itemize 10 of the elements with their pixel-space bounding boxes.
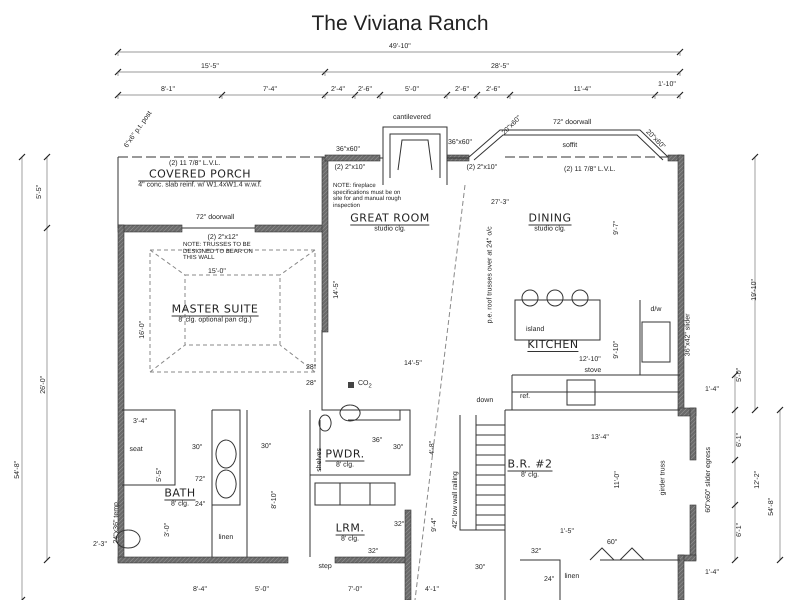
room-name: GREAT ROOM bbox=[350, 212, 430, 226]
room-name: COVERED PORCH bbox=[138, 168, 262, 182]
room-name: MASTER SUITE bbox=[172, 302, 258, 316]
plan-title: The Viviana Ranch bbox=[310, 12, 490, 36]
room-name: DINING bbox=[528, 212, 572, 226]
room-name: LRM. bbox=[336, 522, 364, 536]
room-name: BATH bbox=[164, 486, 196, 500]
room-name: PWDR. bbox=[325, 448, 365, 462]
room-name: KITCHEN bbox=[527, 338, 579, 352]
room-name: B.R. #2 bbox=[508, 458, 552, 472]
